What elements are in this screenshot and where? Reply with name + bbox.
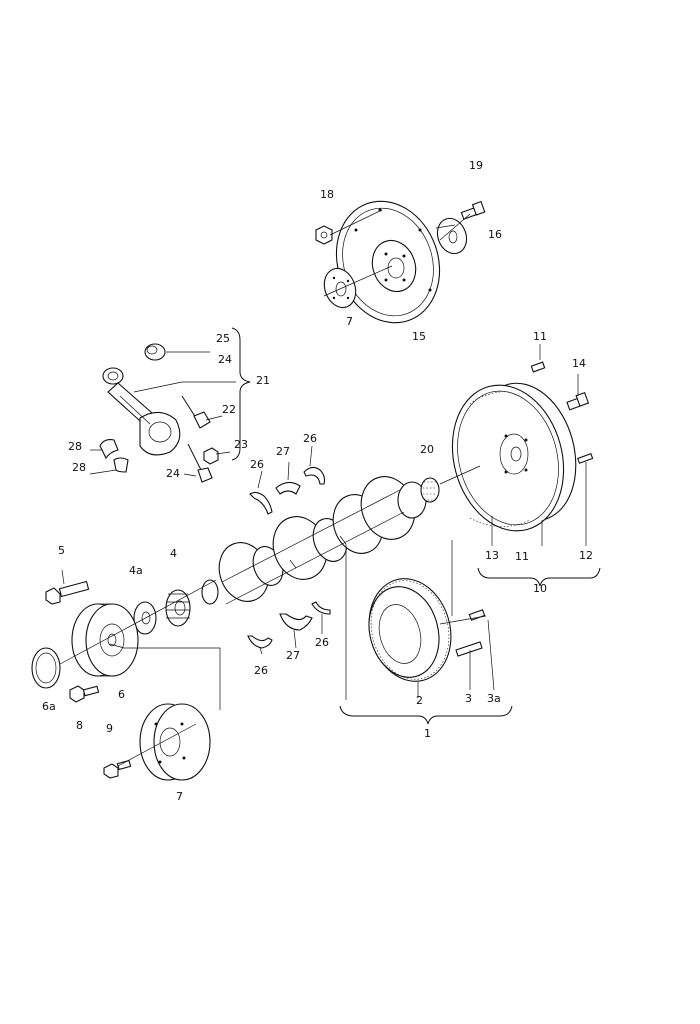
callout-12: 12 (579, 549, 593, 562)
callout-18: 18 (320, 188, 334, 201)
crank-bolt-5 (45, 580, 90, 605)
callout-26c: 26 (254, 664, 268, 677)
bolt-3a (468, 609, 486, 621)
dowel-11 (530, 361, 546, 373)
callout-26a: 26 (250, 458, 264, 471)
main-bearing-shells (247, 466, 331, 649)
rod-nut-23 (203, 447, 219, 465)
callout-22: 22 (222, 403, 236, 416)
callout-1: 1 (424, 727, 431, 740)
callout-14: 14 (572, 357, 586, 370)
pilot-bearing-20 (420, 477, 440, 503)
callout-27b: 27 (286, 649, 300, 662)
rod-bolt-24 (187, 443, 213, 483)
callout-20: 20 (420, 443, 434, 456)
bolt-8 (69, 685, 100, 703)
callout-6: 6 (118, 688, 125, 701)
timing-gear (165, 589, 191, 627)
bolt-9 (103, 759, 132, 779)
callout-5: 5 (58, 544, 65, 557)
callout-4: 4 (170, 547, 177, 560)
crankshaft (201, 476, 427, 605)
callout-2: 2 (416, 694, 423, 707)
bushing-25 (144, 343, 166, 361)
callout-11a: 11 (533, 330, 547, 343)
callout-24b: 24 (166, 467, 180, 480)
callout-7: 7 (176, 790, 183, 803)
bolt-3 (455, 641, 483, 657)
callout-25: 25 (216, 332, 230, 345)
callout-24a: 24 (218, 353, 232, 366)
pin-12 (577, 453, 594, 464)
ring-gear (368, 578, 452, 682)
callout-10: 10 (533, 582, 547, 595)
connecting-rod (102, 367, 181, 456)
callout-16: 16 (488, 228, 502, 241)
callout-11b: 11 (515, 550, 529, 563)
adapter-plate-16 (436, 217, 468, 255)
bolt-19 (460, 200, 486, 220)
pulley-6 (71, 603, 139, 677)
callout-19: 19 (469, 159, 483, 172)
callout-7b: 7 (346, 315, 353, 328)
callout-8: 8 (76, 719, 83, 732)
seal-6a (31, 647, 61, 689)
flexplate (335, 200, 441, 324)
callout-21: 21 (256, 374, 270, 387)
callout-23: 23 (234, 438, 248, 451)
callout-13: 13 (485, 549, 499, 562)
callout-15: 15 (412, 330, 426, 343)
rod-bolt-22 (181, 395, 211, 429)
callout-3a: 3a (487, 692, 501, 705)
callout-27a: 27 (276, 445, 290, 458)
callout-4a: 4a (129, 564, 143, 577)
callout-9: 9 (106, 722, 113, 735)
rod-bearing-28 (99, 439, 129, 473)
callout-26d: 26 (315, 636, 329, 649)
flywheel (451, 382, 577, 532)
callout-28b: 28 (72, 461, 86, 474)
pulley-7 (139, 703, 211, 781)
nut-18 (315, 225, 333, 245)
callout-26b: 26 (303, 432, 317, 445)
bolt-14 (566, 391, 590, 411)
callout-28a: 28 (68, 440, 82, 453)
callout-3: 3 (465, 692, 472, 705)
callout-6a: 6a (42, 700, 56, 713)
